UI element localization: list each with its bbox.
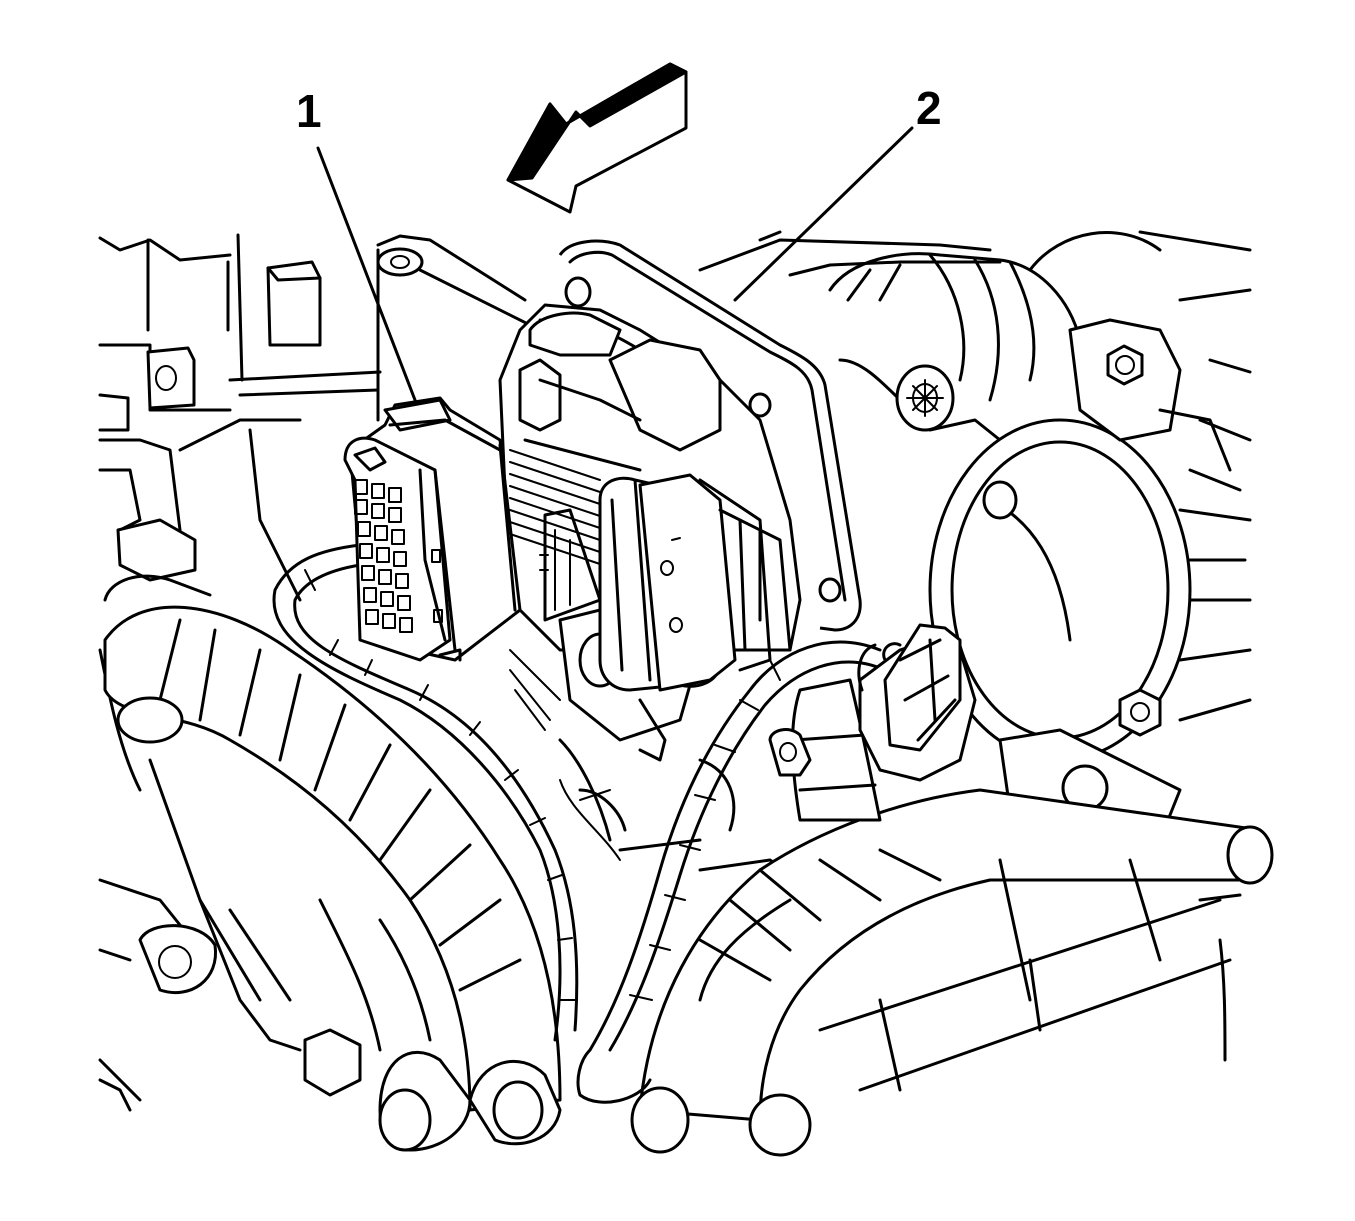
engine-background [98, 230, 1252, 1112]
wiring-harness-conduits [103, 518, 1274, 1157]
leader-line-1 [316, 146, 417, 402]
front-direction-arrow-icon [506, 62, 688, 214]
callout-2-label: 2 [916, 82, 942, 134]
harness-connector-1 [343, 396, 522, 662]
leader-line-2 [733, 126, 914, 302]
electronic-control-module [498, 239, 862, 762]
module-side-connector [598, 473, 792, 692]
thin-harness-wires [272, 543, 887, 1104]
callout-leaders [316, 126, 914, 402]
sensor-connector [768, 623, 977, 782]
callout-1-label: 1 [296, 85, 322, 137]
connector-pin-cavities [354, 479, 413, 633]
